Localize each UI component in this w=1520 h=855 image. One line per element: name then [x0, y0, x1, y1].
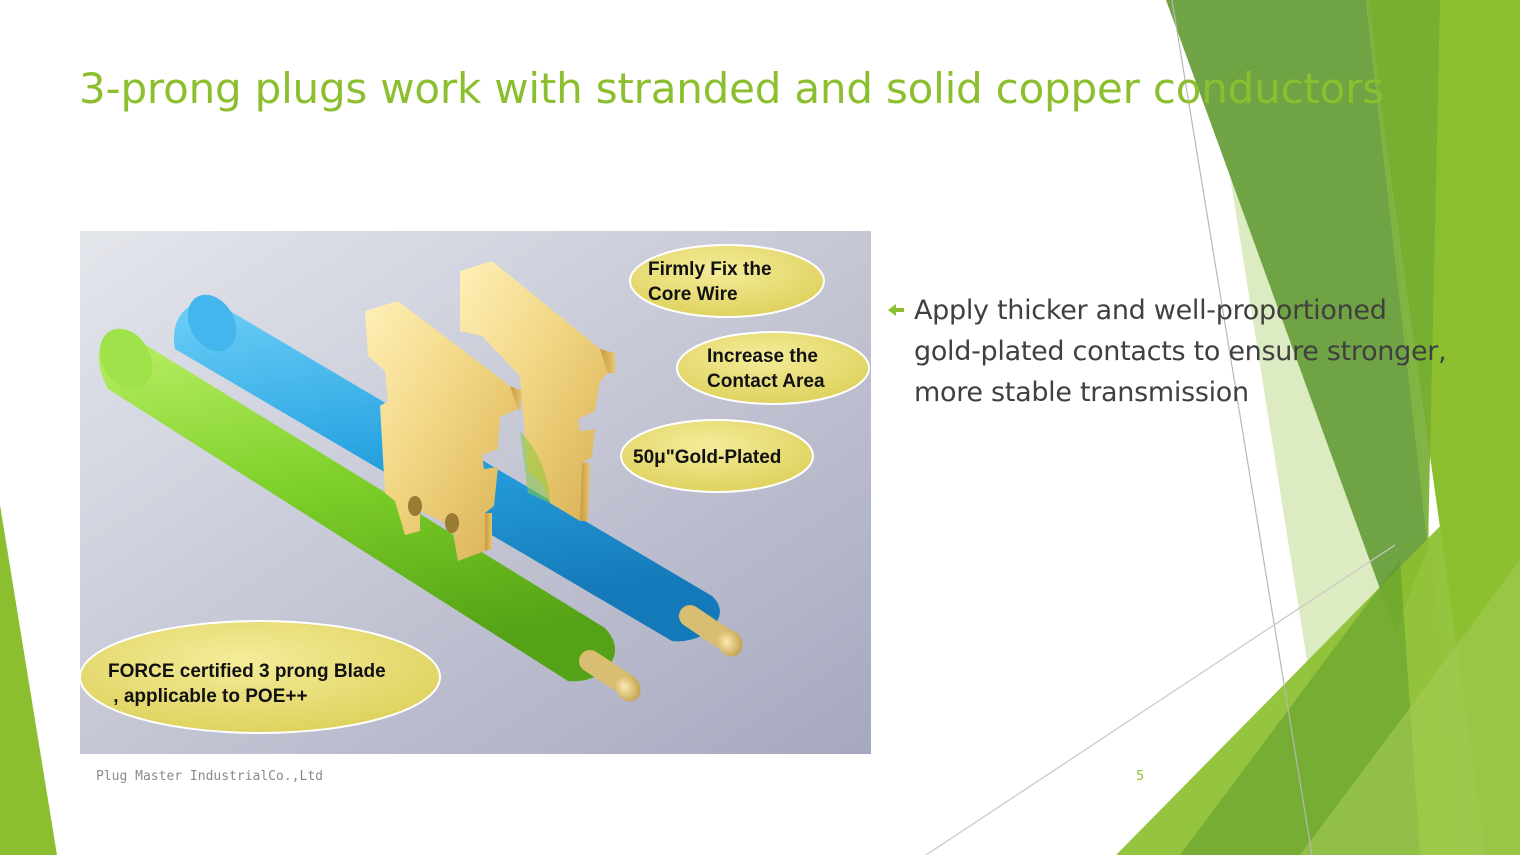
callout-bubble — [80, 620, 441, 734]
deco-left-sliver — [0, 505, 57, 855]
callout-text-line: Contact Area — [707, 371, 825, 392]
deco-thin-line-2 — [925, 544, 1396, 855]
callout-force-certified: FORCE certified 3 prong Blade , applicab… — [80, 620, 441, 734]
footer-company: Plug Master IndustrialCo.,Ltd — [96, 769, 323, 784]
callout-gold-plated: 50μ"Gold-Plated — [620, 419, 814, 493]
callout-text-line: FORCE certified 3 prong Blade — [108, 661, 386, 682]
product-illustration: Firmly Fix the Core Wire Increase the Co… — [80, 231, 871, 754]
callout-bubble — [676, 331, 870, 405]
arrow-left-bullet-icon — [888, 290, 914, 321]
callout-text-line: , applicable to POE++ — [108, 686, 308, 707]
back-gold-blade — [460, 261, 615, 521]
callout-bubble — [620, 419, 814, 493]
bullet-list: Apply thicker and well-proportioned gold… — [888, 290, 1458, 413]
front-gold-blade — [365, 301, 522, 561]
deco-thin-line-1 — [1171, 0, 1313, 855]
callout-firmly-fix: Firmly Fix the Core Wire — [629, 244, 825, 318]
callout-text-line: 50μ"Gold-Plated — [633, 447, 781, 468]
green-conductor — [98, 328, 641, 702]
deco-mid-wedge — [1366, 0, 1440, 548]
deco-light-overlay — [1300, 560, 1520, 855]
deco-dark-wedge — [1166, 0, 1428, 630]
bullet-text: Apply thicker and well-proportioned gold… — [914, 295, 1447, 408]
callout-text-line: Core Wire — [648, 284, 738, 305]
callout-text-line: Firmly Fix the — [648, 259, 772, 280]
page-number: 5 — [1136, 769, 1145, 784]
callout-text-line: Increase the — [707, 346, 818, 367]
callout-bubble — [629, 244, 825, 318]
slide-title: 3-prong plugs work with stranded and sol… — [79, 64, 1384, 113]
callout-increase-area: Increase the Contact Area — [676, 331, 870, 405]
bullet-item: Apply thicker and well-proportioned gold… — [888, 290, 1458, 413]
